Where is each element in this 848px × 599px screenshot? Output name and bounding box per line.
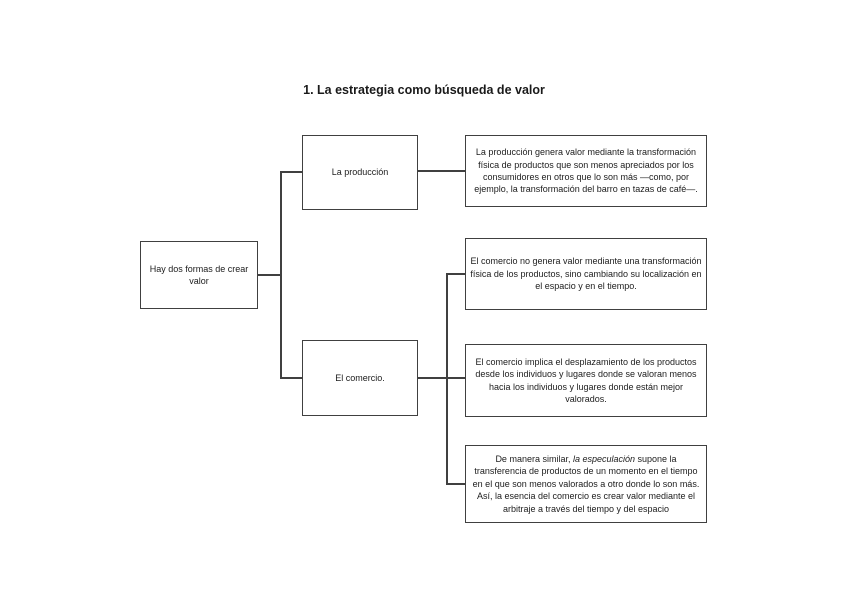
node-root-label: Hay dos formas de crear valor bbox=[149, 263, 249, 286]
node-detail-produccion-text: La producción genera valor mediante la t… bbox=[474, 147, 698, 195]
connector-root-out bbox=[258, 274, 281, 276]
detail-especulacion-italic: la especulación bbox=[572, 453, 636, 464]
connector-branch-trunk bbox=[280, 171, 282, 379]
node-detail-produccion: La producción genera valor mediante la t… bbox=[465, 135, 707, 207]
connector-to-detail-desplazamiento bbox=[446, 377, 465, 379]
node-la-produccion-label: La producción bbox=[331, 167, 389, 178]
connector-to-detail-localizacion bbox=[446, 273, 465, 275]
node-detail-especulacion: De manera similar, la especulación supon… bbox=[465, 445, 707, 523]
node-detail-comercio-localizacion-text: El comercio no genera valor mediante una… bbox=[470, 256, 702, 292]
connector-to-detail-especulacion bbox=[446, 483, 465, 485]
node-el-comercio: El comercio. bbox=[302, 340, 418, 416]
connector-comercio-out bbox=[418, 377, 447, 379]
connector-produccion-detail bbox=[418, 170, 465, 172]
page-title: 1. La estrategia como búsqueda de valor bbox=[303, 83, 545, 97]
connector-to-produccion bbox=[280, 171, 302, 173]
detail-especulacion-suffix: supone la transferencia de productos de … bbox=[472, 453, 700, 514]
node-el-comercio-label: El comercio. bbox=[335, 372, 385, 383]
detail-especulacion-prefix: De manera similar, bbox=[495, 453, 573, 464]
connector-comercio-trunk bbox=[446, 273, 448, 485]
node-detail-comercio-desplazamiento-text: El comercio implica el desplazamiento de… bbox=[475, 356, 697, 404]
node-la-produccion: La producción bbox=[302, 135, 418, 210]
node-detail-comercio-desplazamiento: El comercio implica el desplazamiento de… bbox=[465, 344, 707, 417]
node-detail-especulacion-text: De manera similar, la especulación supon… bbox=[469, 453, 703, 515]
node-detail-comercio-localizacion: El comercio no genera valor mediante una… bbox=[465, 238, 707, 310]
connector-to-comercio bbox=[280, 377, 302, 379]
node-root-formas-de-crear-valor: Hay dos formas de crear valor bbox=[140, 241, 258, 309]
